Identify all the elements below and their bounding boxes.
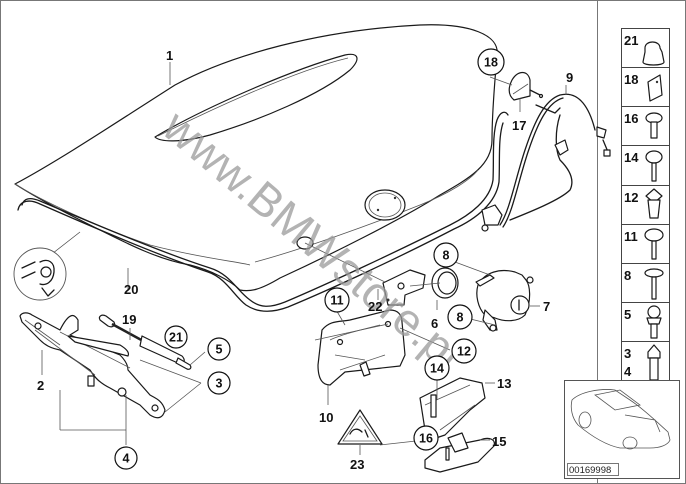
- callout-5: 5: [216, 343, 223, 357]
- callout-9: 9: [566, 70, 573, 85]
- lock-cylinder[interactable]: [475, 269, 534, 332]
- ball-stud-icon: [647, 305, 661, 319]
- clip-icon: [647, 74, 663, 102]
- trunk-handle[interactable]: [424, 432, 495, 473]
- seal-detail-view: [13, 247, 67, 301]
- callout-6: 6: [431, 316, 438, 331]
- svg-text:21: 21: [624, 33, 638, 48]
- side-item-11[interactable]: 11: [624, 228, 664, 260]
- callout-8-upper: 8: [443, 249, 450, 263]
- svg-text:8: 8: [624, 268, 631, 283]
- side-panel: 21 18 16 14 12 11: [621, 28, 670, 381]
- svg-text:12: 12: [624, 190, 638, 205]
- callout-12: 12: [457, 345, 471, 359]
- callout-2: 2: [37, 378, 44, 393]
- bracket[interactable]: [382, 269, 426, 306]
- callout-18: 18: [484, 56, 498, 70]
- screw-icon: [644, 228, 664, 242]
- side-item-18[interactable]: 18: [624, 72, 663, 102]
- callout-7: 7: [543, 299, 550, 314]
- lock-cover[interactable]: [317, 309, 406, 386]
- callout-21: 21: [169, 331, 183, 345]
- svg-text:4: 4: [624, 364, 632, 379]
- callout-20: 20: [124, 282, 138, 297]
- side-item-21[interactable]: 21: [624, 33, 665, 66]
- car-thumbnail: 00169998: [564, 380, 680, 479]
- callout-19: 19: [122, 312, 136, 327]
- screw-icon: [645, 150, 663, 164]
- side-item-12[interactable]: 12: [624, 188, 663, 219]
- callout-3: 3: [216, 377, 223, 391]
- callout-22: 22: [368, 299, 382, 314]
- callout-labels: 1 2 6 7 9 10 13 15 17 19 20 22 23: [37, 48, 573, 472]
- side-item-14[interactable]: 14: [624, 150, 663, 182]
- wiring-harness[interactable]: [481, 93, 611, 232]
- callout-8-lower: 8: [457, 311, 464, 325]
- gas-strut[interactable]: [98, 314, 192, 370]
- bolt-icon: [647, 344, 661, 359]
- side-item-5[interactable]: 5: [624, 305, 662, 339]
- trunk-light[interactable]: [508, 71, 544, 101]
- diagram-code: 00169998: [569, 465, 611, 476]
- side-item-8[interactable]: 8: [624, 268, 664, 300]
- leader-lines: [41, 62, 567, 455]
- side-item-16[interactable]: 16: [624, 111, 663, 139]
- trunk-hinge[interactable]: [19, 312, 166, 419]
- sealing-ring[interactable]: [431, 267, 459, 299]
- circled-callouts: 5 21 3 4 8 8 11 12 14 16 18: [114, 48, 505, 470]
- callout-23: 23: [350, 457, 364, 472]
- callout-13: 13: [497, 376, 511, 391]
- callout-14: 14: [430, 362, 444, 376]
- trunk-lid[interactable]: [14, 24, 498, 292]
- callout-10: 10: [319, 410, 333, 425]
- svg-text:3: 3: [624, 346, 631, 361]
- svg-text:5: 5: [624, 307, 631, 322]
- svg-text:16: 16: [624, 111, 638, 126]
- callout-4: 4: [123, 452, 130, 466]
- cap-nut-icon: [642, 41, 665, 66]
- callout-16: 16: [419, 432, 433, 446]
- svg-text:18: 18: [624, 72, 638, 87]
- callout-17: 17: [512, 118, 526, 133]
- callout-11: 11: [330, 294, 343, 308]
- svg-text:14: 14: [624, 150, 639, 165]
- screw-icon: [644, 268, 664, 278]
- svg-text:11: 11: [624, 229, 638, 244]
- callout-15: 15: [492, 434, 506, 449]
- warning-sticker[interactable]: [337, 409, 383, 445]
- callout-1: 1: [166, 48, 173, 63]
